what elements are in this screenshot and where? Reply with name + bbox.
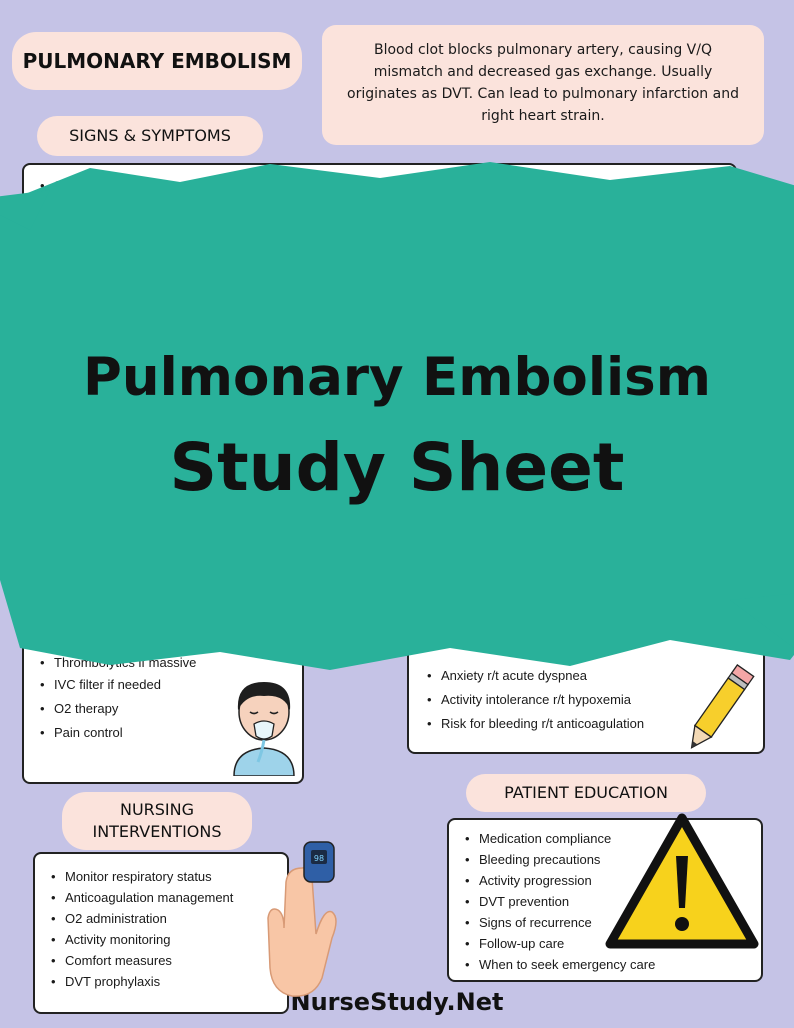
patient-education-heading: PATIENT EDUCATION — [466, 774, 706, 812]
title-banner — [0, 162, 794, 670]
nursing-diagnoses-list: Anxiety r/t acute dyspnea Activity intol… — [423, 664, 751, 736]
svg-text:98: 98 — [314, 854, 324, 863]
definition-box: Blood clot blocks pulmonary artery, caus… — [322, 25, 764, 145]
banner-title: Pulmonary Embolism Study Sheet — [0, 338, 794, 518]
list-item: Risk for bleeding r/t anticoagulation — [423, 712, 751, 736]
list-item: Anticoagulation management — [47, 887, 275, 908]
heading-line: INTERVENTIONS — [92, 822, 222, 841]
list-item: Activity intolerance r/t hypoxemia — [423, 688, 751, 712]
list-item: Bleeding precautions — [461, 849, 749, 870]
patient-education-list: Medication compliance Bleeding precautio… — [461, 828, 749, 975]
list-item: Pain control — [36, 721, 290, 745]
pencil-icon — [690, 664, 755, 749]
banner-title-line2: Study Sheet — [169, 429, 625, 506]
list-item: Activity monitoring — [47, 929, 275, 950]
list-item: Medication compliance — [461, 828, 749, 849]
list-item: Monitor respiratory status — [47, 866, 275, 887]
list-item: Anxiety r/t acute dyspnea — [423, 664, 751, 688]
nursing-interventions-card: Monitor respiratory status Anticoagulati… — [33, 852, 289, 1014]
list-item: Follow-up care — [461, 933, 749, 954]
list-item: When to seek emergency care — [461, 954, 749, 975]
warning-triangle-icon — [605, 813, 759, 949]
nursing-interventions-heading: NURSING INTERVENTIONS — [62, 792, 252, 850]
banner-title-line1: Pulmonary Embolism — [83, 347, 711, 408]
signs-symptoms-heading: SIGNS & SYMPTOMS — [37, 116, 263, 156]
list-item: O2 therapy — [36, 697, 290, 721]
heading-line: NURSING — [119, 800, 195, 819]
list-item: IVC filter if needed — [36, 673, 290, 697]
page-title: PULMONARY EMBOLISM — [12, 32, 302, 90]
list-item: Signs of recurrence — [461, 912, 749, 933]
list-item: O2 administration — [47, 908, 275, 929]
list-item: Comfort measures — [47, 950, 275, 971]
nursing-interventions-list: Monitor respiratory status Anticoagulati… — [47, 866, 275, 992]
pulse-oximeter-hand-icon: 98 — [267, 841, 337, 997]
footer-brand: NurseStudy.Net — [290, 988, 504, 1016]
list-item: DVT prevention — [461, 891, 749, 912]
list-item: Activity progression — [461, 870, 749, 891]
patient-oxygen-mask-icon — [233, 682, 295, 776]
list-item: DVT prophylaxis — [47, 971, 275, 992]
